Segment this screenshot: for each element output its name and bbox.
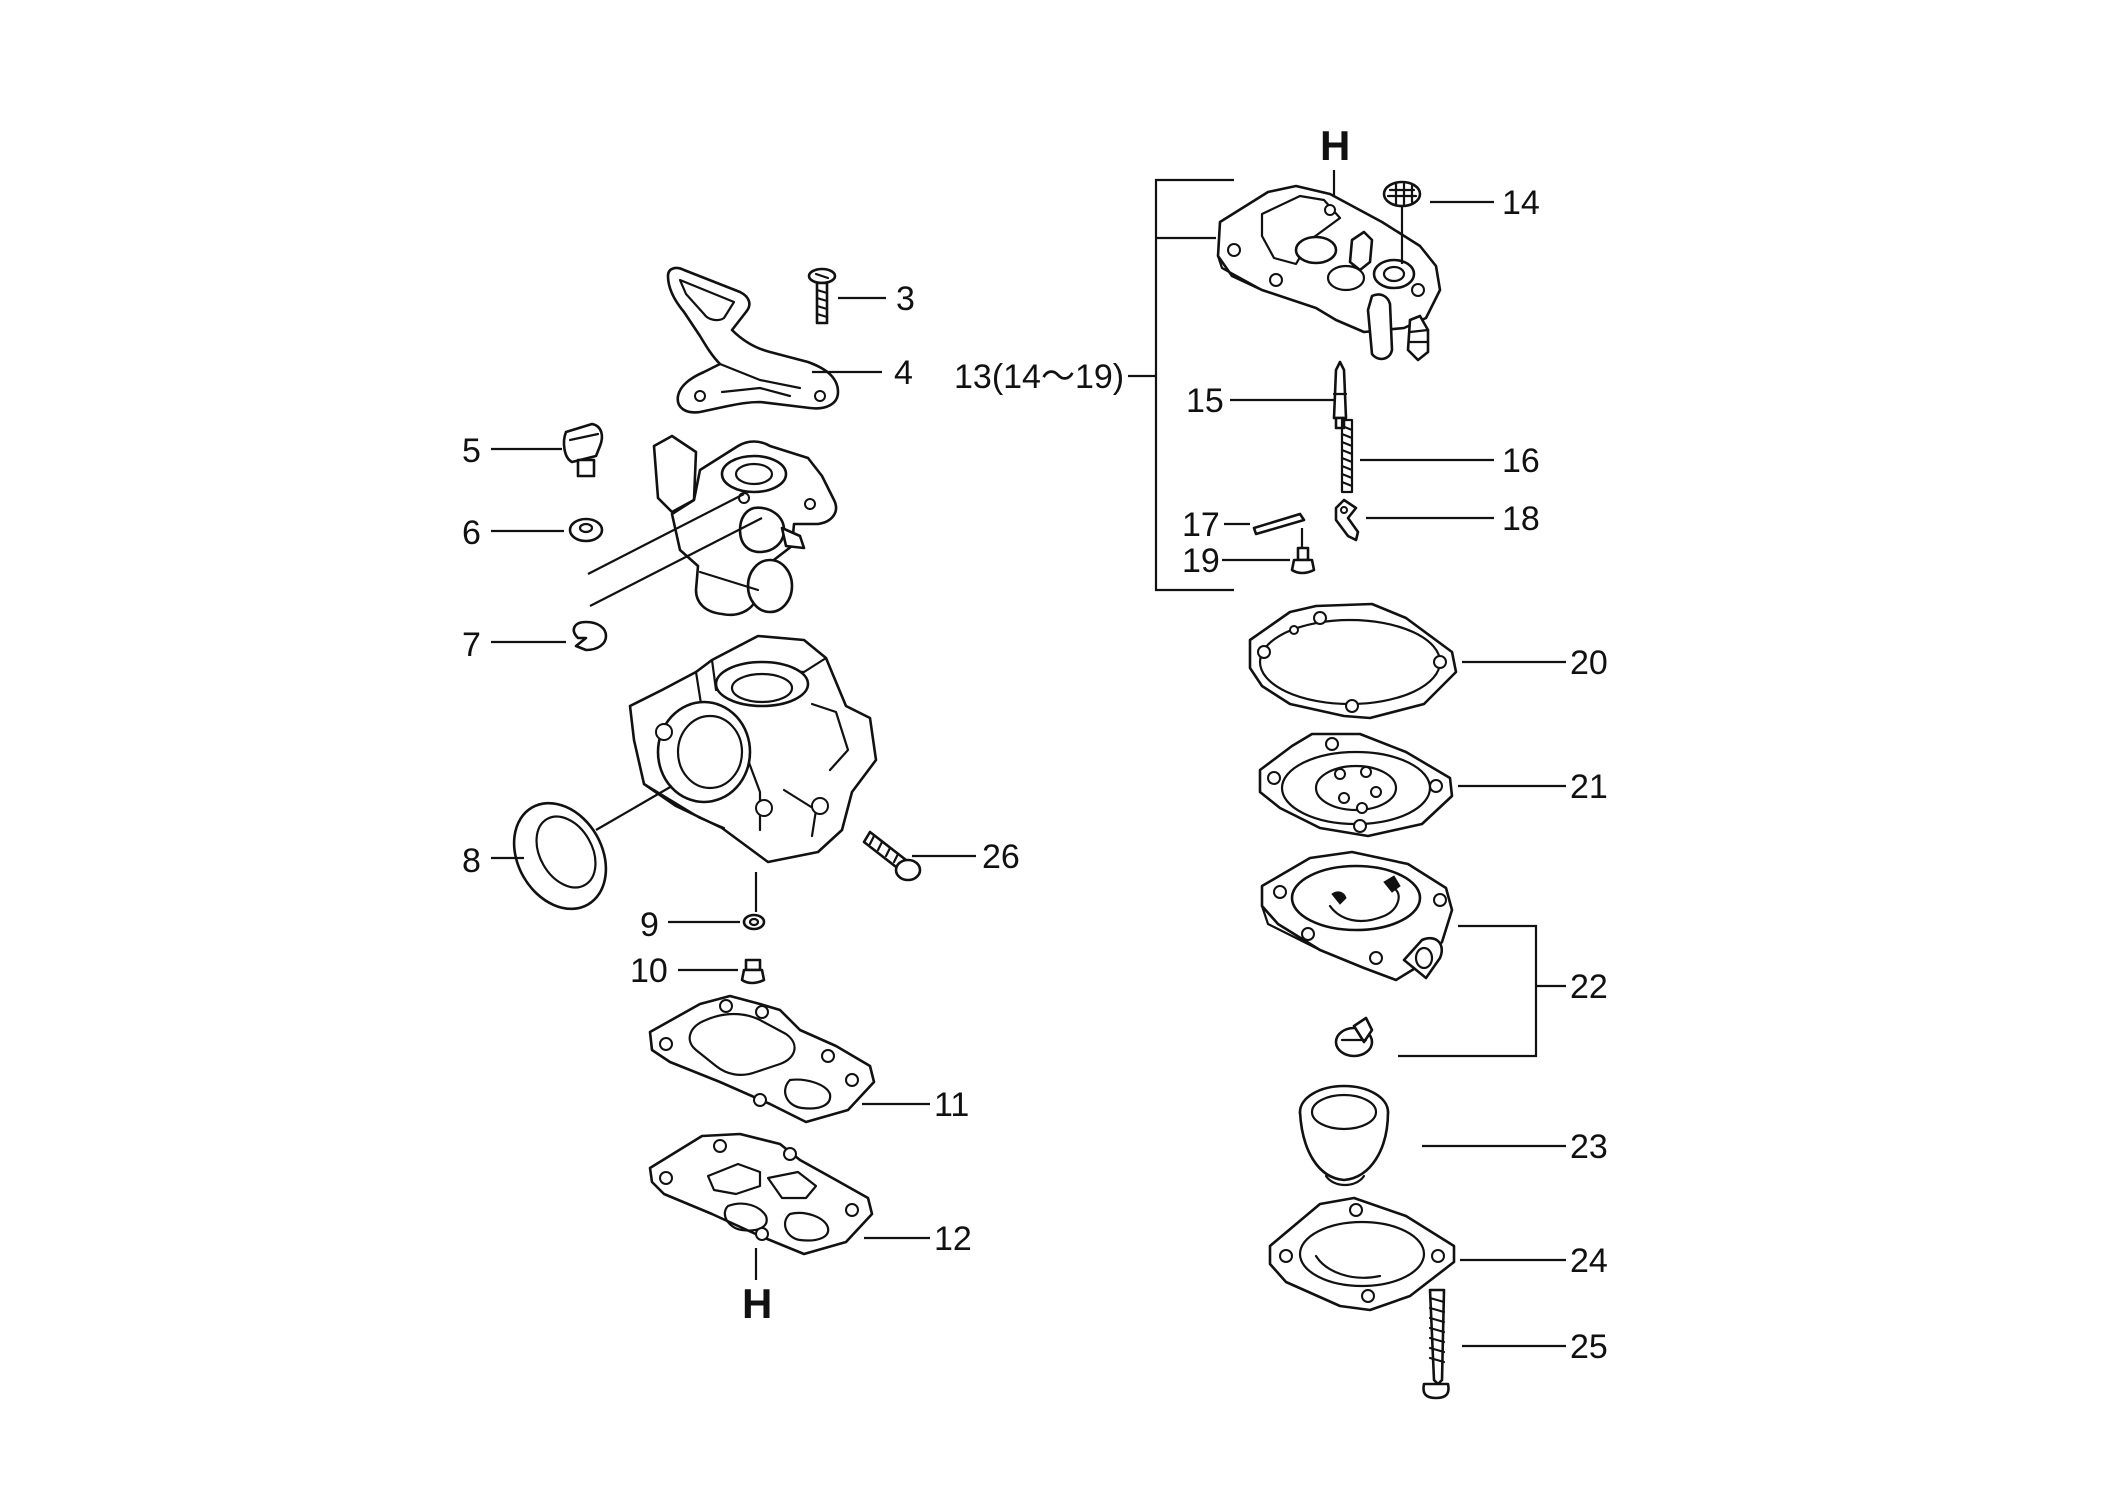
label-13: 13(14～19) xyxy=(954,358,1124,396)
label-22: 22 xyxy=(1570,968,1608,1006)
part-21-pump-diaphragm xyxy=(1258,732,1454,838)
label-9: 9 xyxy=(640,906,659,944)
part-17-pin xyxy=(1252,512,1306,536)
part-4-throttle-plate xyxy=(666,266,840,414)
part-carburetor-body xyxy=(628,634,878,864)
label-10: 10 xyxy=(630,952,668,990)
part-9-o-ring xyxy=(742,913,766,931)
part-10-plug xyxy=(740,958,766,985)
label-16: 16 xyxy=(1502,442,1540,480)
part-22-valve xyxy=(1334,1016,1374,1058)
label-26: 26 xyxy=(982,838,1020,876)
label-6: 6 xyxy=(462,514,481,552)
part-18-lever xyxy=(1334,498,1360,542)
label-24: 24 xyxy=(1570,1242,1608,1280)
label-18: 18 xyxy=(1502,500,1540,538)
marker-h-bottom: H xyxy=(742,1280,772,1327)
label-5: 5 xyxy=(462,432,481,470)
label-15: 15 xyxy=(1186,382,1224,420)
part-5-idle-screw xyxy=(562,422,604,478)
label-21: 21 xyxy=(1570,768,1608,806)
part-labels: 3 4 5 6 7 8 9 10 11 12 13(14～19) 14 15 1… xyxy=(462,122,1608,1366)
part-15-needle xyxy=(1332,360,1348,430)
part-26-screw xyxy=(862,830,922,882)
label-19: 19 xyxy=(1182,542,1220,580)
part-throttle-body xyxy=(652,434,838,617)
part-11-gasket xyxy=(648,994,876,1124)
part-16-spring xyxy=(1340,418,1354,494)
part-23-primer-bulb xyxy=(1298,1084,1390,1187)
label-23: 23 xyxy=(1570,1128,1608,1166)
part-14-filter-screen xyxy=(1382,180,1422,208)
label-14: 14 xyxy=(1502,184,1540,222)
part-8-seal xyxy=(512,801,608,911)
leader-lines xyxy=(491,170,1566,1348)
part-3-screw xyxy=(807,267,837,325)
label-8: 8 xyxy=(462,842,481,880)
part-22-pump-body xyxy=(1260,850,1454,982)
label-17: 17 xyxy=(1182,506,1220,544)
label-7: 7 xyxy=(462,626,481,664)
label-20: 20 xyxy=(1570,644,1608,682)
part-13-metering-body xyxy=(1216,184,1442,362)
part-6-washer xyxy=(568,517,604,543)
part-19-screw xyxy=(1290,546,1316,575)
label-25: 25 xyxy=(1570,1328,1608,1366)
part-25-long-screw xyxy=(1422,1288,1450,1400)
part-12-diaphragm xyxy=(648,1132,874,1256)
label-12: 12 xyxy=(934,1220,972,1258)
part-7-clip xyxy=(572,620,608,652)
marker-h-top: H xyxy=(1320,122,1350,169)
label-11: 11 xyxy=(934,1086,969,1124)
part-20-gasket xyxy=(1248,602,1458,720)
part-24-cover-plate xyxy=(1268,1196,1456,1312)
label-3: 3 xyxy=(896,280,915,318)
label-4: 4 xyxy=(894,354,913,392)
